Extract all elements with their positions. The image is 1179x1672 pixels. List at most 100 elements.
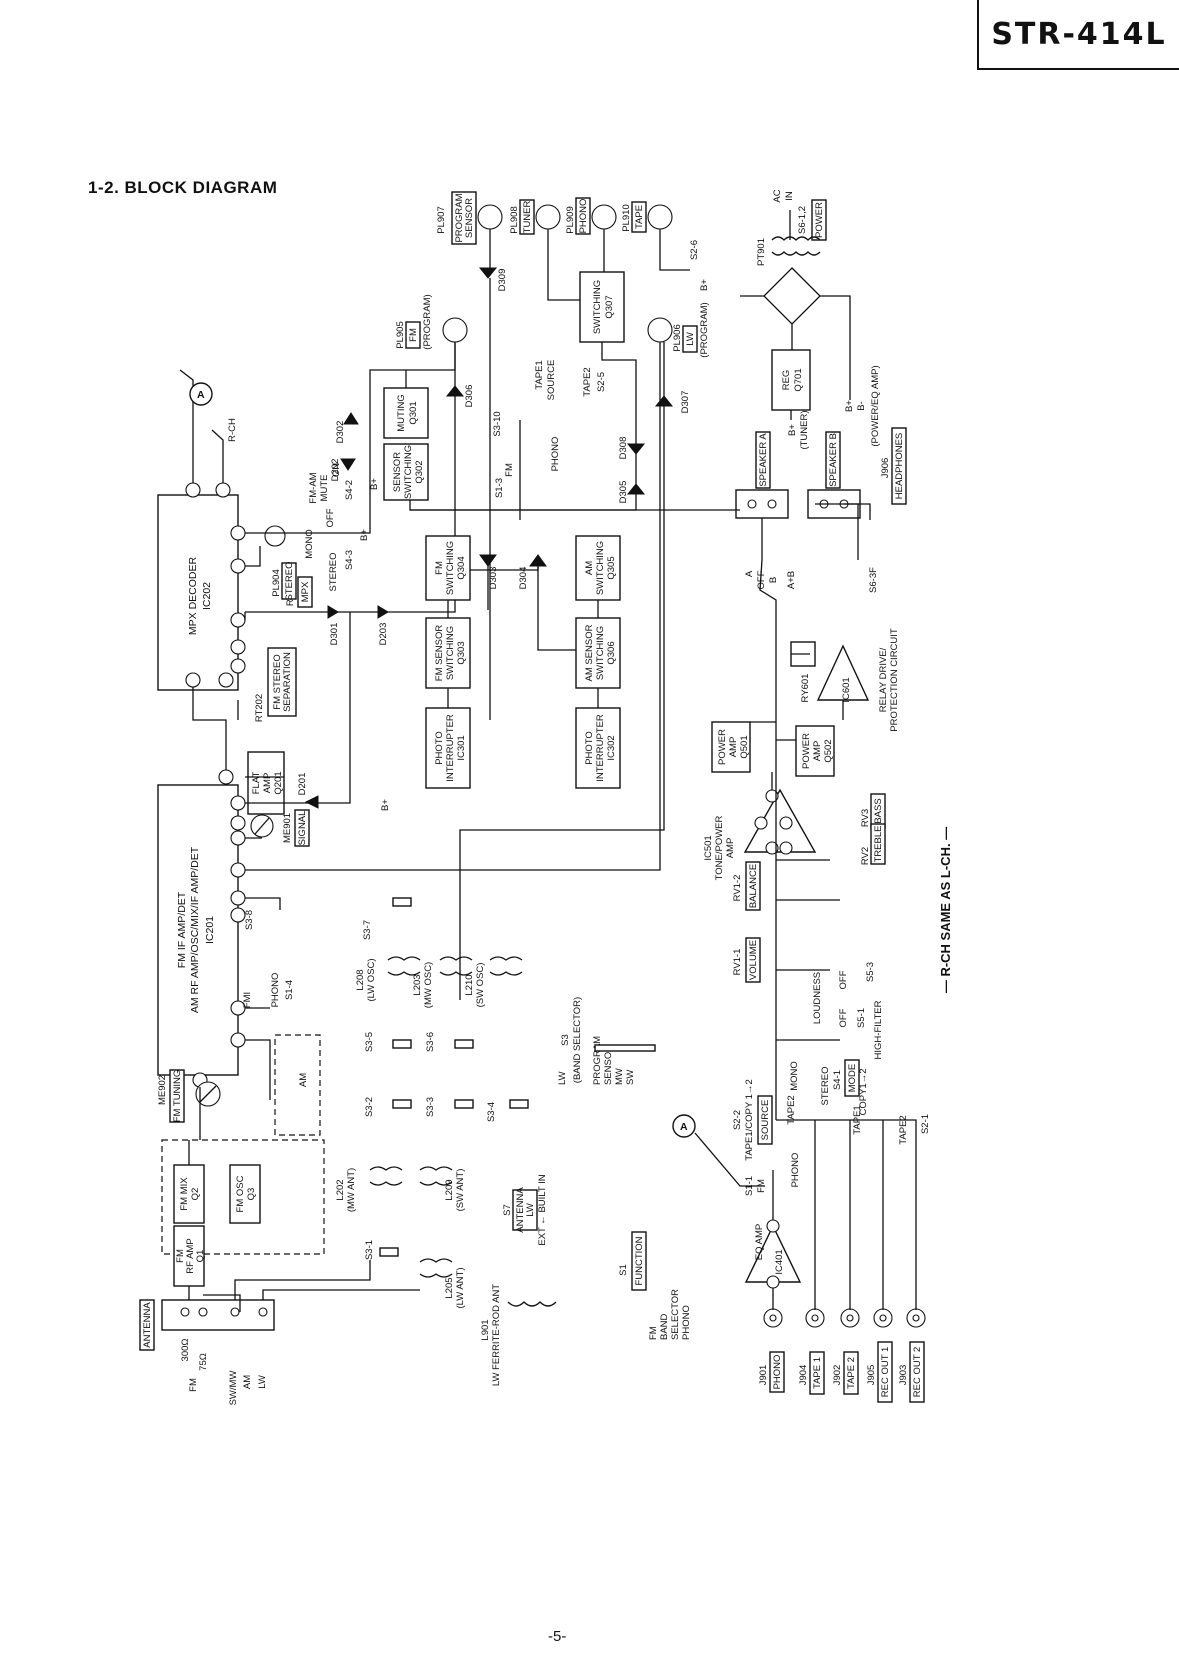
power-amp-q501-block [711,721,751,773]
fm-sensor-2: SWITCHING [445,626,456,680]
point-a-marker [189,382,213,406]
mpx-box-text: MPX [300,581,311,602]
flat-amp-text-2: AMP [262,773,273,794]
source-box [757,1095,773,1145]
function-box [631,1231,647,1291]
phono-s1-4: PHONO [270,973,281,1008]
volume-box [745,937,761,983]
function-phono: PHONO [681,1305,692,1340]
l209-label: L209 [444,1179,455,1200]
sensor-sw-1: SENSOR [392,452,403,492]
l203-label: L203 [412,974,423,995]
band-selector-label: (BAND SELECTOR) [572,997,583,1083]
rec-out1-box [877,1341,893,1403]
band-switch-section: S3-7 L208 (LW OSC) L203 (MW OSC) L210 (S… [335,897,557,1386]
function-fm: FM [648,1326,659,1340]
ic501-tone: TONE/POWER [714,815,725,880]
phono-lamp-text: PHONO [578,199,589,234]
fm-osc-text: FM OSC [235,1175,246,1212]
program-label-1: (PROGRAM) [422,294,433,349]
s4-2-label: S4-2 [344,480,355,500]
muting-text: MUTING [396,394,407,431]
fm-sw-q304: Q304 [456,556,467,579]
loudness-label: LOUDNESS [812,972,823,1024]
d306-diode [445,385,465,397]
ry601-label: RY601 [800,674,811,703]
j901-label: J901 [758,1365,769,1386]
tuner-paren: (TUNER) [799,410,810,449]
ic202-pins [185,482,246,688]
transformer-icon [771,236,821,256]
balance-text: BALANCE [748,864,759,908]
pl906-label: PL906 [672,324,683,351]
program-sensor-lamps [442,204,673,343]
speaker-a-text: SPEAKER A [758,433,769,487]
stereo-lamp-box [281,562,297,600]
fm-mix-text: FM MIX [179,1177,190,1211]
bplus-4: B+ [699,279,710,291]
filter-off: OFF [838,1008,849,1027]
power-switch-text: POWER [814,202,825,238]
photo2-ic302: IC302 [606,735,617,760]
ic202-label: IC202 [201,582,213,610]
phono-s1-3: PHONO [550,437,561,472]
reg-q701: Q701 [793,368,804,391]
stereo-label: STEREO [328,552,339,591]
s3-4-label: S3-4 [486,1102,497,1122]
power-switch-box [811,199,827,241]
s5-3-label: S5-3 [865,962,876,982]
bplus-2: B+ [369,478,380,490]
am-variable-cap-dashed [274,1034,321,1136]
sensor-switching-q302-block [383,443,429,501]
switch-decks [379,897,529,1257]
ic201-line2: AM RF AMP/OSC/MIX/IF AMP/DET [189,846,201,1013]
eq-amp-label: EQ AMP [754,1224,765,1260]
ant-fm: FM [188,1378,199,1392]
phono-s1-1: PHONO [790,1153,801,1188]
page-number: -5- [548,1628,567,1645]
s2-1-label: S2-1 [920,1114,931,1134]
am-sensor-q306: Q306 [606,641,617,664]
phono-jack-box [769,1351,785,1393]
mpx-label: MPX DECODER [187,557,199,636]
am-sensor-1: AM SENSOR [584,624,595,681]
lw-lamp-text: LW [685,332,696,346]
phono-lamp-box [575,197,591,235]
rt202-label: RT202 [254,694,265,722]
section-title: 1-2. BLOCK DIAGRAM [88,178,278,197]
high-filter-label: HIGH-FILTER [873,1000,884,1059]
power1-2: AMP [728,737,739,758]
bass-text: BASS [873,798,884,823]
model-number: STR-414L [991,16,1167,52]
program-sensor-1: PROGRAM [454,193,465,242]
power-eq-label: (POWER/EQ AMP) [870,365,881,446]
model-number-box: STR-414L [977,0,1179,70]
pl910-label: PL910 [621,204,632,231]
d309-diode [478,267,498,279]
tape1-jack-text: TAPE 1 [812,1357,823,1389]
d304-label: D304 [518,567,529,590]
point-a-marker-2 [672,1114,696,1138]
am-label: AM [298,1073,309,1087]
fm-s1-3: FM [504,463,515,477]
tape-copy-label: TAPE1/COPY 1→2 [744,1079,755,1161]
pl905-label: PL905 [395,321,406,348]
tape-lamp-text: TAPE [634,205,645,229]
band-mw: MW [614,1068,625,1085]
switching-q307-text: SWITCHING [592,280,603,334]
power2-1: POWER [801,733,812,769]
photo1-1: PHOTO [434,731,445,765]
s6-3f-label: S6-3F [868,567,879,593]
lw-ferrite-label: LW FERRITE-ROD ANT [491,1284,502,1386]
s6-12-label: S6-1,2 [797,206,808,234]
source-s2-5: SOURCE [546,360,557,401]
fm-sw-1: FM [434,561,445,575]
fm-sw-2: SWITCHING [445,541,456,595]
signal-box-text: SIGNAL [297,811,308,846]
fm-frontend-dashed [161,1139,325,1255]
function-selector: SELECTOR [670,1289,681,1340]
fm-lamp-text: FM [408,328,419,342]
spk-ab: A+B [786,571,797,589]
muting-q301-block [383,387,429,439]
fm-tuning-box [169,1069,185,1123]
